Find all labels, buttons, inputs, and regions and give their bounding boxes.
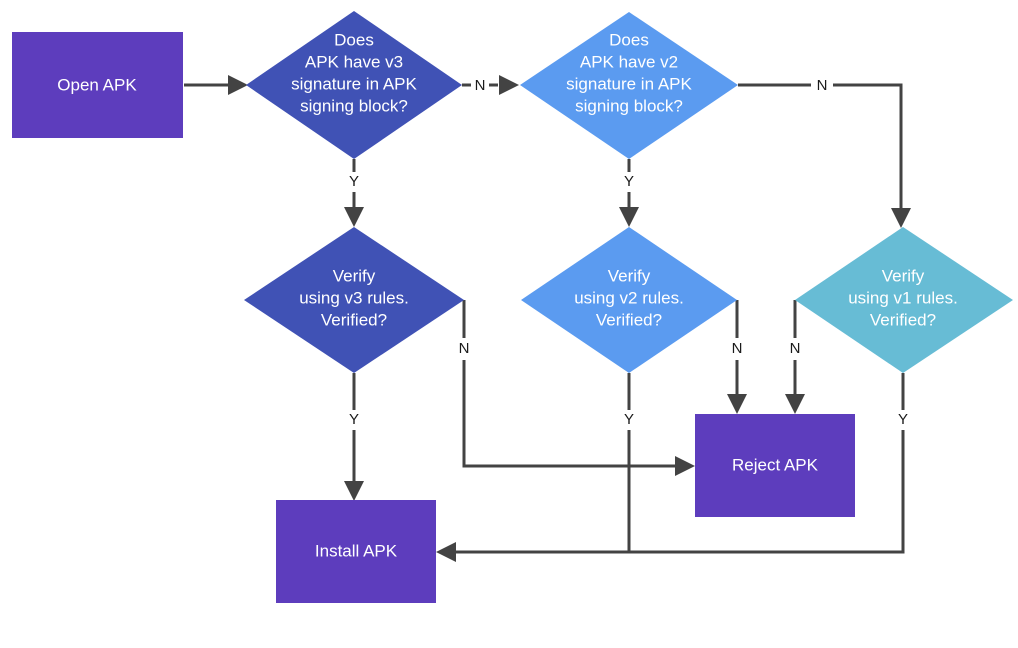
has-v3-shape[interactable] bbox=[246, 11, 462, 159]
edge-label-y-verifyv3: Y bbox=[349, 411, 359, 428]
node-install-apk[interactable]: Install APK bbox=[276, 500, 436, 603]
edge-hasv3-no-to-hasv2: N bbox=[462, 75, 519, 95]
verify-v1-label-line3: Verified? bbox=[870, 310, 936, 329]
has-v3-label-line1: Does bbox=[334, 30, 374, 49]
verify-v2-label-line2: using v2 rules. bbox=[574, 288, 684, 307]
node-verify-v3[interactable]: Verify using v3 rules. Verified? bbox=[244, 227, 464, 373]
reject-apk-label: Reject APK bbox=[732, 455, 819, 474]
has-v2-shape[interactable] bbox=[520, 12, 738, 159]
edge-hasv3-yes-to-verifyv3: Y bbox=[344, 159, 364, 227]
verify-v2-label-line1: Verify bbox=[608, 266, 651, 285]
edge-verifyv1-yes-to-install: Y bbox=[629, 373, 908, 554]
install-apk-shape[interactable] bbox=[276, 500, 436, 603]
edge-layer: v2 block? --> N verify v3 --> Y verify v… bbox=[184, 75, 911, 562]
edge-verifyv3-yes-to-install: Y bbox=[344, 373, 364, 501]
edge-label-y-hasv3: Y bbox=[349, 173, 359, 190]
node-layer: Open APK Does APK have v3 signature in A… bbox=[12, 11, 1013, 603]
verify-v3-label-line2: using v3 rules. bbox=[299, 288, 409, 307]
node-open-apk[interactable]: Open APK bbox=[12, 32, 183, 138]
install-apk-label: Install APK bbox=[315, 541, 398, 560]
edge-hasv2-yes-to-verifyv2: Y bbox=[619, 159, 639, 227]
node-has-v2[interactable]: Does APK have v2 signature in APK signin… bbox=[520, 12, 738, 159]
reject-apk-shape[interactable] bbox=[695, 414, 855, 517]
open-apk-label: Open APK bbox=[57, 75, 137, 94]
edge-label-n-verifyv2: N bbox=[732, 340, 743, 357]
has-v2-label-line3: signature in APK bbox=[566, 74, 692, 93]
verify-v1-label-line1: Verify bbox=[882, 266, 925, 285]
edge-label-n-hasv3: N bbox=[475, 77, 486, 94]
edge-label-n-verifyv1: N bbox=[790, 340, 801, 357]
edge-hasv2-no-to-verifyv1: N bbox=[738, 77, 911, 228]
verify-v3-label-line3: Verified? bbox=[321, 310, 387, 329]
edge-verifyv2-no-to-reject: N bbox=[727, 300, 747, 414]
has-v3-label-line2: APK have v3 bbox=[305, 52, 403, 71]
has-v2-label-line2: APK have v2 bbox=[580, 52, 678, 71]
node-verify-v2[interactable]: Verify using v2 rules. Verified? bbox=[521, 227, 737, 373]
edge-label-y-verifyv1: Y bbox=[898, 411, 908, 428]
edge-label-n-verifyv3: N bbox=[459, 340, 470, 357]
node-has-v3[interactable]: Does APK have v3 signature in APK signin… bbox=[246, 11, 462, 159]
edge-label-y-verifyv2: Y bbox=[624, 411, 634, 428]
has-v2-label-line4: signing block? bbox=[575, 96, 683, 115]
has-v2-label-line1: Does bbox=[609, 30, 649, 49]
edge-label-n-hasv2: N bbox=[817, 77, 828, 94]
edge-verifyv3-no-to-reject: N bbox=[459, 300, 695, 476]
node-reject-apk[interactable]: Reject APK bbox=[695, 414, 855, 517]
edge-label-y-hasv2: Y bbox=[624, 173, 634, 190]
verify-v3-label-line1: Verify bbox=[333, 266, 376, 285]
edge-open-to-hasv3 bbox=[184, 75, 248, 95]
has-v3-label-line3: signature in APK bbox=[291, 74, 417, 93]
node-verify-v1[interactable]: Verify using v1 rules. Verified? bbox=[795, 227, 1013, 373]
open-apk-shape[interactable] bbox=[12, 32, 183, 138]
verify-v3-shape[interactable] bbox=[244, 227, 464, 373]
edge-verifyv1-no-to-reject: N bbox=[785, 300, 805, 414]
verify-v1-label-line2: using v1 rules. bbox=[848, 288, 958, 307]
has-v3-label-line4: signing block? bbox=[300, 96, 408, 115]
verify-v2-label-line3: Verified? bbox=[596, 310, 662, 329]
verify-v1-shape[interactable] bbox=[795, 227, 1013, 373]
verify-v2-shape[interactable] bbox=[521, 227, 737, 373]
